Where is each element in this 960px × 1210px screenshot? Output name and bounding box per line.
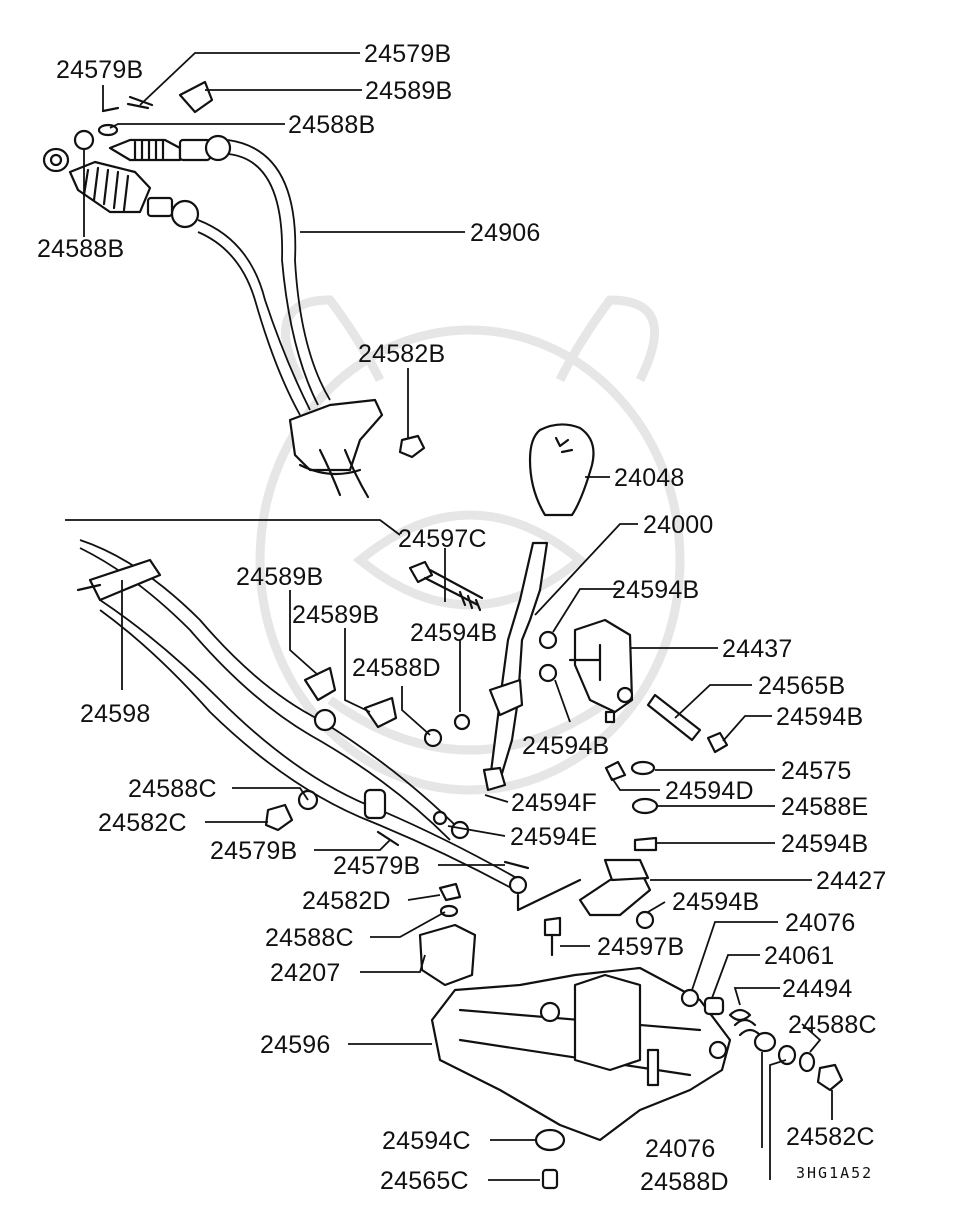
- label-24048: 24048: [614, 464, 685, 492]
- label-24594B-b: 24594B: [410, 619, 497, 647]
- label-24437: 24437: [722, 635, 793, 663]
- label-24589B-mid-b: 24589B: [292, 601, 379, 629]
- label-24596: 24596: [260, 1031, 331, 1059]
- parts-artwork: [42, 80, 844, 1190]
- label-24594F: 24594F: [511, 789, 597, 817]
- label-24000: 24000: [643, 511, 714, 539]
- label-24588B-left: 24588B: [37, 235, 124, 263]
- label-24589B-top: 24589B: [365, 77, 452, 105]
- label-24494: 24494: [782, 975, 853, 1003]
- label-24597C: 24597C: [398, 525, 487, 553]
- label-24588C-b: 24588C: [265, 924, 354, 952]
- label-24594B-e: 24594B: [781, 830, 868, 858]
- label-24594B-c: 24594B: [776, 703, 863, 731]
- label-24588C-c: 24588C: [788, 1011, 877, 1039]
- label-24594E: 24594E: [510, 823, 597, 851]
- label-24061: 24061: [764, 942, 835, 970]
- label-24594C: 24594C: [382, 1127, 471, 1155]
- label-24588B-top: 24588B: [288, 111, 375, 139]
- drawing-code: 3HG1A52: [796, 1164, 873, 1182]
- label-24588D-bottom: 24588D: [640, 1168, 729, 1196]
- label-24589B-mid-a: 24589B: [236, 563, 323, 591]
- label-24582C-b: 24582C: [786, 1123, 875, 1151]
- leader-lines: [83, 52, 833, 1181]
- label-24076-b: 24076: [645, 1135, 716, 1163]
- part-labels: 24579B 24579B 24589B 24588B 24588B 24906…: [37, 40, 887, 1196]
- label-24582D: 24582D: [302, 887, 391, 915]
- label-24579B-top-right: 24579B: [364, 40, 451, 68]
- label-24588E: 24588E: [781, 793, 868, 821]
- label-24575: 24575: [781, 757, 852, 785]
- label-24579B-d: 24579B: [333, 852, 420, 880]
- label-24594B-f: 24594B: [672, 888, 759, 916]
- label-24597B: 24597B: [597, 933, 684, 961]
- label-24588C-a: 24588C: [128, 775, 217, 803]
- label-24598: 24598: [80, 700, 151, 728]
- label-24594B-a: 24594B: [612, 576, 699, 604]
- label-24207: 24207: [270, 959, 341, 987]
- label-24565C: 24565C: [380, 1167, 469, 1195]
- label-24076-a: 24076: [785, 909, 856, 937]
- label-24427: 24427: [816, 867, 887, 895]
- label-24579B-top-left: 24579B: [56, 56, 143, 84]
- label-24594D: 24594D: [665, 777, 754, 805]
- label-24582C-a: 24582C: [98, 809, 187, 837]
- label-24579B-c: 24579B: [210, 837, 297, 865]
- label-24588D-mid: 24588D: [352, 654, 441, 682]
- label-24582B: 24582B: [358, 340, 445, 368]
- label-24594B-d: 24594B: [522, 732, 609, 760]
- label-24565B: 24565B: [758, 672, 845, 700]
- watermark-logo: [255, 295, 685, 795]
- label-24906: 24906: [470, 219, 541, 247]
